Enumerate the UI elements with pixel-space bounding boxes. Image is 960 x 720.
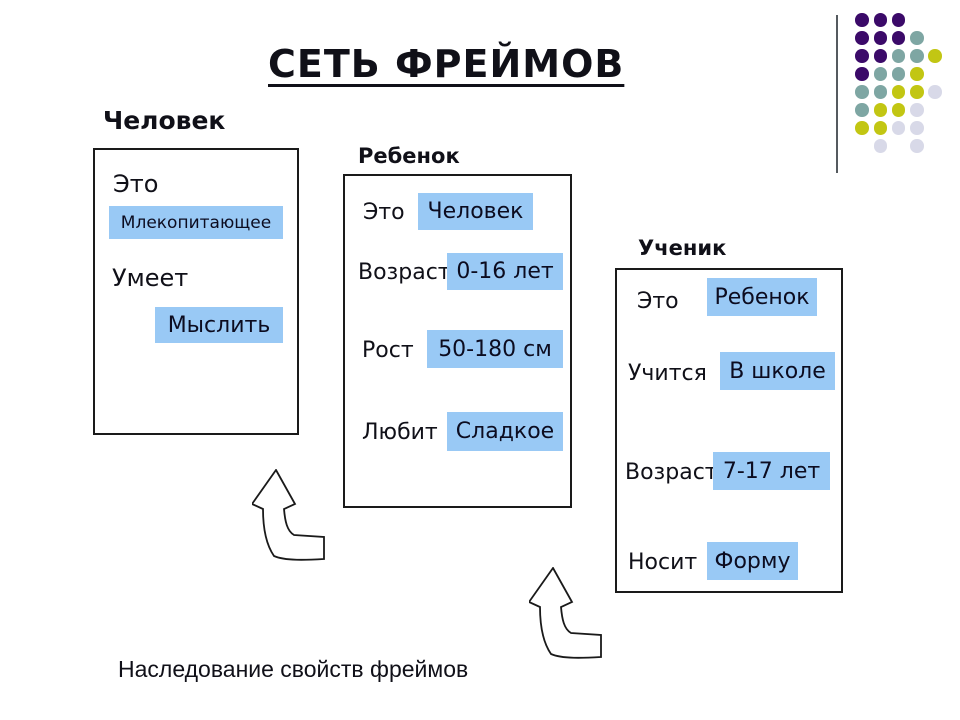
decor-dot [873, 31, 888, 45]
frame-uchenik-box [615, 268, 843, 593]
slot-value: Мыслить [155, 307, 283, 343]
frame-uchenik-title: Ученик [638, 236, 727, 260]
slot-value: Форму [707, 542, 798, 580]
slot-label: Носит [628, 550, 698, 575]
decor-dot [855, 49, 869, 63]
slot-value: 50-180 см [427, 330, 563, 368]
slot-label: Это [637, 289, 679, 314]
slot-label: Это [363, 200, 405, 225]
curved-up-arrow-icon [529, 567, 602, 659]
decor-dot [910, 121, 924, 135]
slot-value: 7-17 лет [713, 452, 830, 490]
decor-dot [910, 31, 924, 45]
decor-dot [855, 67, 869, 81]
decor-dot [891, 31, 906, 45]
decor-dot [891, 103, 906, 117]
frame-chelovek-title: Человек [103, 106, 226, 135]
decor-dot [928, 85, 942, 99]
slot-value: Млекопитающее [109, 206, 283, 239]
decor-vertical-line [836, 15, 838, 173]
slot-label: Учится [628, 361, 707, 386]
slide-title: СЕТЬ ФРЕЙМОВ [268, 42, 625, 86]
decor-dot [873, 121, 888, 135]
decor-dot [873, 67, 888, 81]
decor-dot [873, 85, 888, 99]
inheritance-arrow-uchenik-to-rebenok [529, 567, 604, 660]
decor-dot [855, 13, 869, 27]
decor-dot [855, 103, 869, 117]
curved-up-arrow-icon [252, 469, 325, 561]
slot-label: Возраст [625, 460, 718, 485]
decor-dot [873, 49, 888, 63]
decor-dot [855, 31, 869, 45]
slot-value: В школе [720, 352, 835, 390]
frame-rebenok-title: Ребенок [358, 144, 460, 168]
slot-value: 0-16 лет [447, 253, 563, 290]
decor-dot [910, 67, 924, 81]
decor-dot [910, 103, 924, 117]
decor-dot [891, 85, 906, 99]
decor-dot [873, 103, 888, 117]
slot-label: Любит [362, 420, 438, 445]
decor-dot [873, 139, 888, 153]
decor-dot [873, 13, 888, 27]
decor-dot [855, 121, 869, 135]
decor-dot [855, 85, 869, 99]
decor-dot [891, 13, 906, 27]
decor-dot [910, 85, 924, 99]
decor-dot [928, 49, 942, 63]
decor-dot [891, 49, 906, 63]
decor-dot [891, 67, 906, 81]
slot-value: Человек [418, 193, 533, 230]
decor-dot [910, 49, 924, 63]
slot-value: Ребенок [707, 278, 817, 316]
inheritance-arrow-rebenok-to-chelovek [252, 469, 327, 562]
decor-dot [910, 139, 924, 153]
decor-dot [891, 121, 906, 135]
slot-label: Рост [362, 338, 414, 363]
slot-label: Умеет [112, 264, 189, 292]
slot-value: Сладкое [447, 412, 563, 451]
slide-caption: Наследование свойств фреймов [118, 656, 469, 682]
slot-label: Это [113, 170, 159, 198]
frame-chelovek-box [93, 148, 299, 435]
slot-label: Возраст [358, 260, 451, 285]
